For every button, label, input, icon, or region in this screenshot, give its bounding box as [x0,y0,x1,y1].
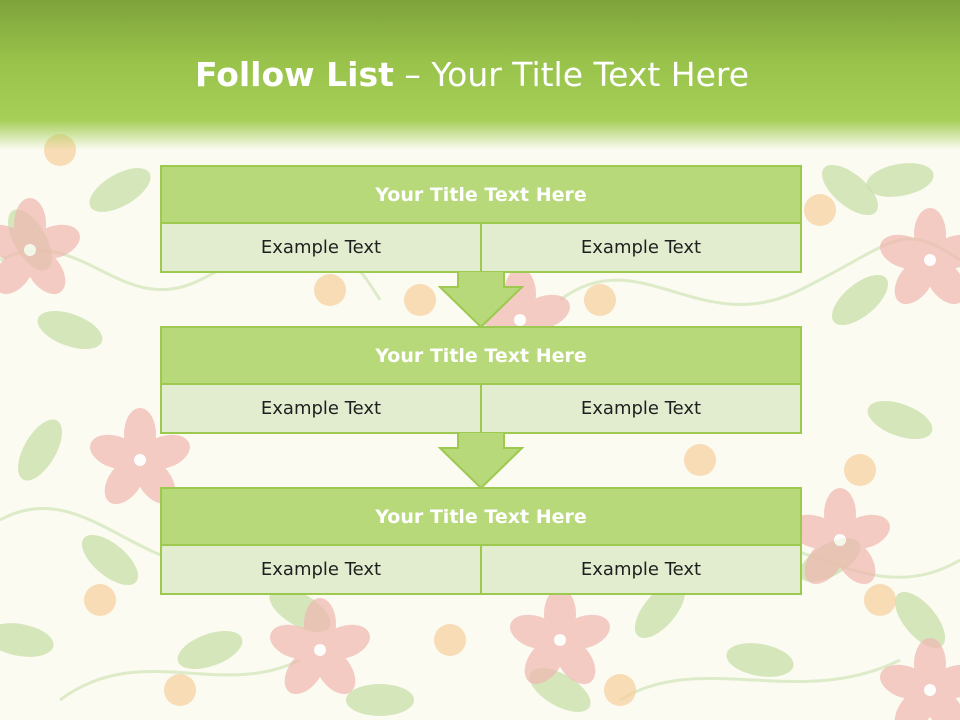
flower-icon [510,588,610,685]
dot-icon [434,624,466,656]
dot-icon [404,284,436,316]
leaf-icon [18,419,62,481]
dot-icon [804,194,836,226]
down-arrow-icon [438,271,524,329]
leaf-icon [346,684,414,716]
step-2-right-cell: Example Text [480,383,802,434]
step-1-right-cell: Example Text [480,222,802,273]
leaf-icon [867,400,933,440]
flower-icon [790,488,890,585]
flower-icon [880,638,960,720]
leaf-icon [866,163,934,197]
leaf-icon [831,274,889,326]
leaf-icon [821,164,879,216]
flower-icon [90,408,190,505]
dot-icon [684,444,716,476]
dot-icon [844,454,876,486]
step-block-2: Your Title Text Here Example Text Exampl… [160,326,802,434]
step-block-3: Your Title Text Here Example Text Exampl… [160,487,802,595]
leaf-icon [0,623,54,657]
step-3-right-cell: Example Text [480,544,802,595]
step-1-title: Your Title Text Here [160,165,802,224]
leaf-icon [726,643,794,677]
leaf-icon [37,310,103,350]
dot-icon [604,674,636,706]
flower-icon [270,598,370,695]
leaf-icon [89,168,151,212]
dot-icon [84,584,116,616]
dot-icon [314,274,346,306]
leaf-icon [81,534,139,586]
flower-icon [0,198,80,295]
down-arrow-icon [438,432,524,490]
leaf-icon [634,581,686,639]
step-1-left-cell: Example Text [160,222,482,273]
step-2-left-cell: Example Text [160,383,482,434]
step-3-title: Your Title Text Here [160,487,802,546]
dot-icon [864,584,896,616]
slide-title: Follow List – Your Title Text Here [0,52,944,98]
step-block-1: Your Title Text Here Example Text Exampl… [160,165,802,273]
dot-icon [164,674,196,706]
slide-title-main: Follow List [194,55,394,94]
leaf-icon [894,591,946,649]
step-2-title: Your Title Text Here [160,326,802,385]
dot-icon [584,284,616,316]
step-3-left-cell: Example Text [160,544,482,595]
header-bar [0,0,960,150]
flower-icon [880,208,960,305]
slide-title-rest: – Your Title Text Here [393,55,750,94]
leaf-icon [177,630,243,670]
